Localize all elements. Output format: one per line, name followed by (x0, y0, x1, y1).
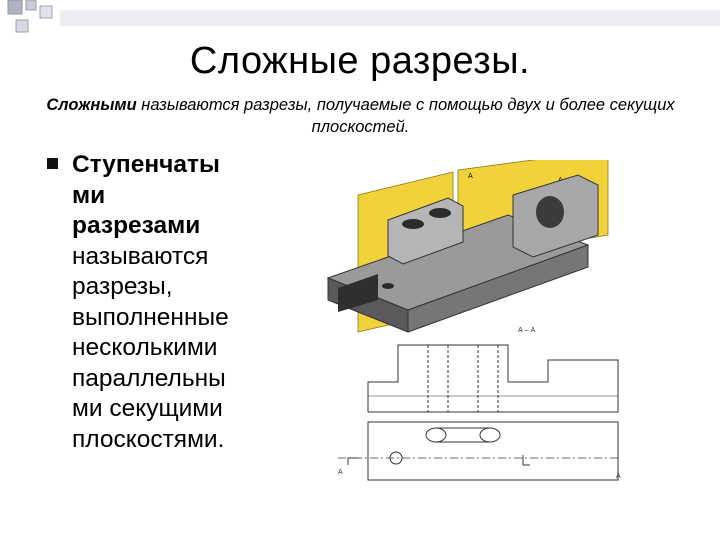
bullet-line-bold: ми (72, 181, 106, 209)
top-hole (479, 427, 501, 443)
bullet-line: выполненные (72, 303, 229, 331)
cut-mark-left (347, 457, 358, 465)
bullet-line-bold: Ступенчаты (72, 151, 220, 178)
section-label: А – А (518, 327, 535, 334)
bullet-line: плоскостями. (72, 425, 225, 453)
isometric-view: А А (326, 160, 609, 333)
bullet-line: ми секущими (72, 395, 223, 422)
small-hole (382, 283, 394, 289)
intro-text: Сложными называются разрезы, получаемые … (8, 94, 713, 138)
section-outline (367, 344, 619, 413)
section-cut (338, 274, 378, 312)
bullet-line: разрезы, (72, 273, 173, 300)
plane-label: А (468, 173, 473, 180)
corner-decoration (7, 0, 720, 33)
bullet-line-bold: разрезами (72, 212, 201, 239)
bullet-line: несколькими (72, 334, 218, 361)
top-view: А А (338, 421, 621, 481)
section-view: А – А (367, 327, 619, 413)
decor-square (7, 0, 23, 15)
decor-bar (60, 10, 720, 26)
intro-definition: называются разрезы, получаемые с помощью… (136, 96, 675, 136)
decor-square (15, 19, 29, 33)
bullet-line: называются (72, 242, 209, 270)
slot-hole (402, 219, 424, 229)
decor-square (39, 5, 53, 19)
top-hole (425, 427, 447, 443)
cut-label: А (616, 473, 621, 480)
decor-square (25, 0, 37, 11)
bullet-square-icon (47, 158, 58, 169)
bullet-line: параллельны (72, 364, 226, 392)
top-outline (367, 421, 619, 481)
slide-title: Сложные разрезы. (189, 40, 531, 82)
cut-label: А (338, 469, 343, 476)
slot-hole (429, 208, 451, 218)
stepped-section-figure: А А А – А А (326, 160, 621, 481)
cut-mark-mid (522, 455, 530, 466)
bore-hole (536, 196, 564, 228)
base-plate-side (407, 244, 589, 333)
bullet-text: Ступенчаты ми разрезами называются разре… (72, 150, 282, 455)
intro-bold-term: Сложными (46, 96, 137, 114)
